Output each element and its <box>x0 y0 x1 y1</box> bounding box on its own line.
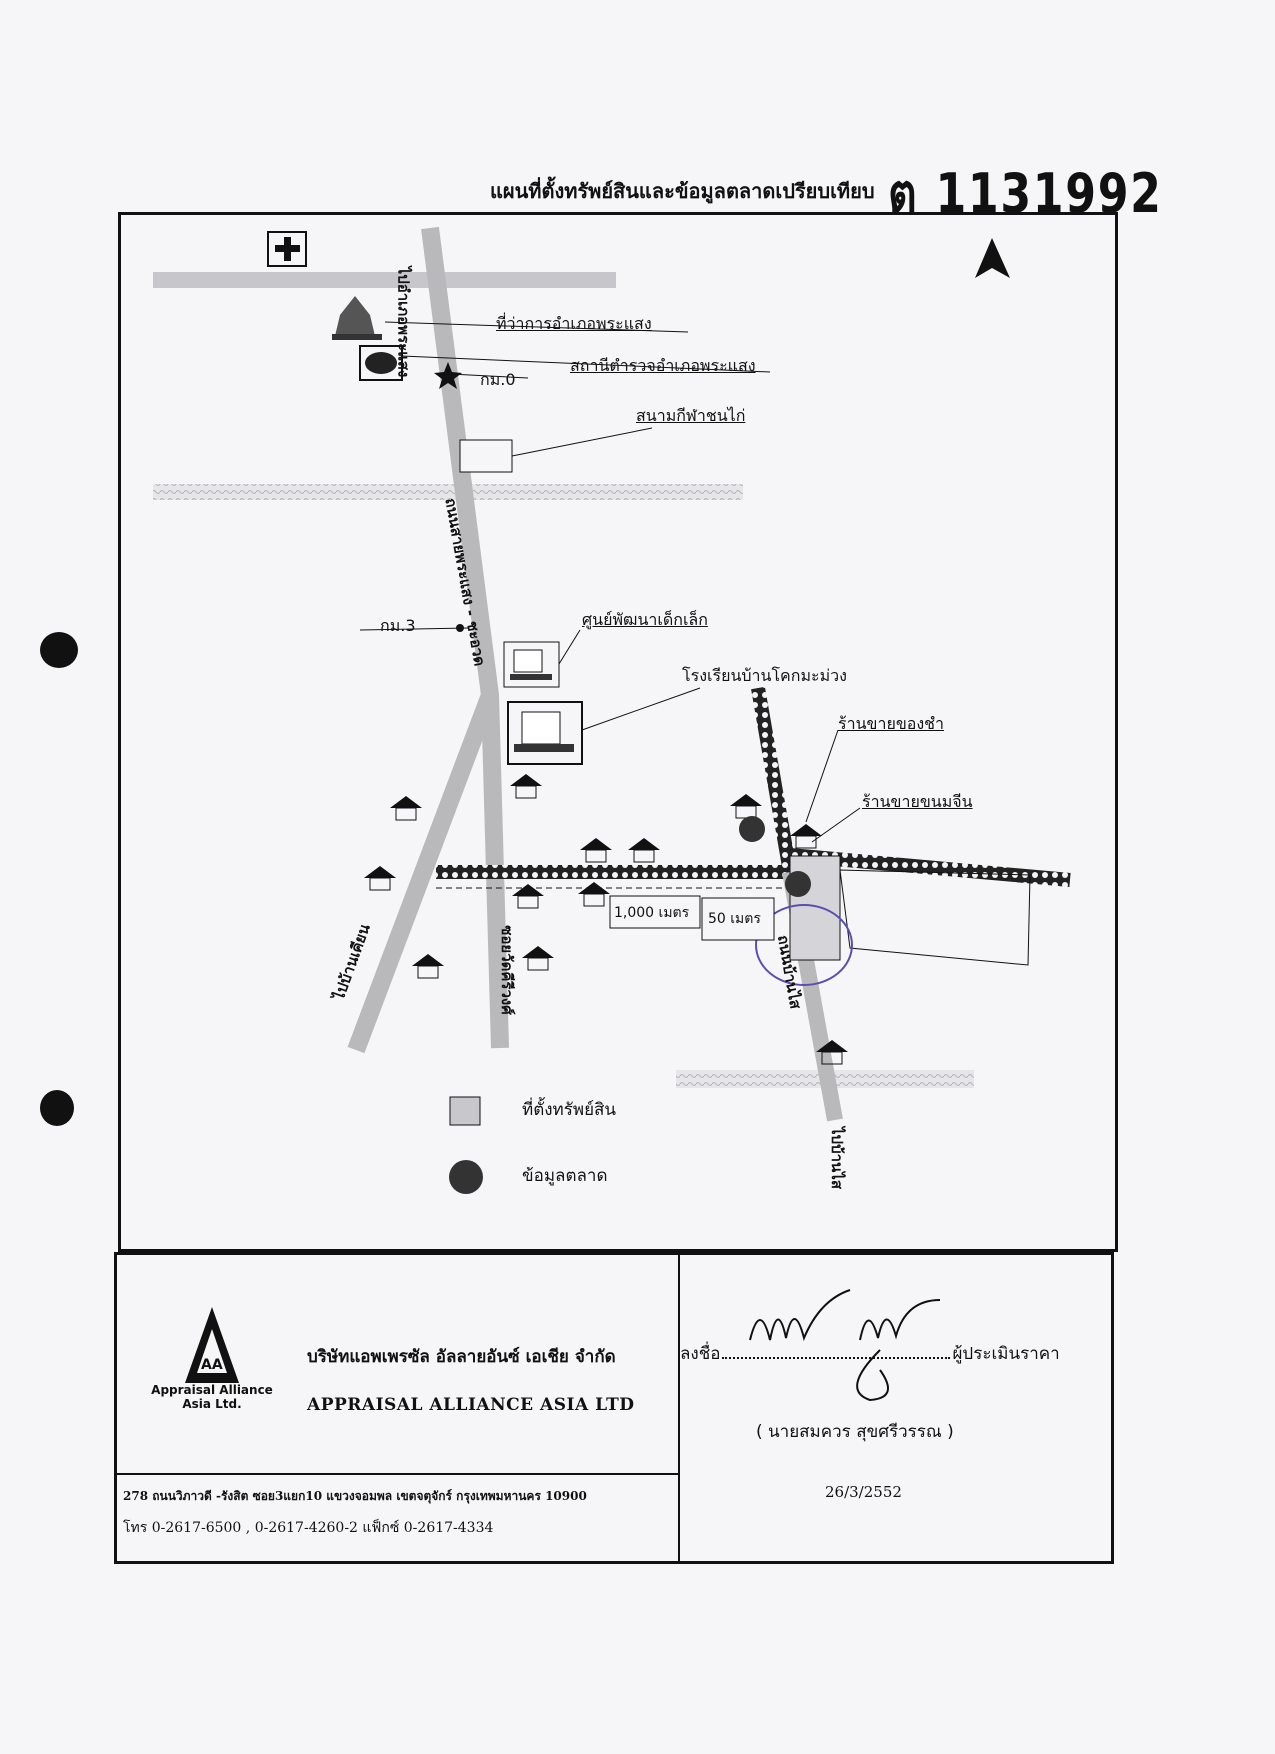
punch-hole <box>40 1090 74 1126</box>
road-label-right-south: ไปบ้านไส <box>827 1127 846 1189</box>
house-icon <box>390 796 422 821</box>
leader-line <box>401 355 771 373</box>
signature-line <box>722 1357 951 1359</box>
distance-box-50 <box>701 897 775 941</box>
distance-1000-label: 1,000 เมตร <box>614 905 690 921</box>
child-center-icon <box>503 641 560 688</box>
logo-text: Appraisal Alliance Asia Ltd. <box>151 1383 273 1411</box>
house-icon <box>364 866 396 891</box>
house-icon <box>578 882 610 907</box>
noodle-shop-label: ร้านขายขนมจีน <box>862 792 973 811</box>
district-office-label: ที่ว่าการอำเภอพระแสง <box>496 314 652 333</box>
punch-hole <box>40 632 78 668</box>
company-phone: โทร 0-2617-6500 , 0-2617-4260-2 แฟ็กซ์ 0… <box>123 1520 494 1536</box>
company-name-thai: บริษัทแอพเพรซัล อัลลายอันซ์ เอเชีย จำกัด <box>307 1347 616 1367</box>
leader-line <box>805 729 839 823</box>
market-point <box>739 816 765 842</box>
road-label-north: ไปอำเภอพระแสง <box>394 266 413 378</box>
school-icon <box>507 701 583 765</box>
location-map <box>153 226 1071 1194</box>
legend-market-label: ข้อมูลตลาด <box>522 1166 608 1186</box>
leader-line <box>384 321 689 333</box>
km3-label: กม.3 <box>380 616 416 635</box>
house-icon <box>580 838 612 863</box>
grocery-shop-label: ร้านขายของชำ <box>838 714 945 733</box>
market-point <box>785 871 811 897</box>
company-address: 278 ถนนวิภาวดี -รังสิต ซอย3แยก10 แขวงจอม… <box>123 1489 587 1503</box>
leader-line <box>581 687 701 731</box>
house-icon <box>512 884 544 909</box>
handwritten-signature <box>749 1289 941 1402</box>
parcel-outline <box>839 869 1031 966</box>
legend-property-label: ที่ตั้งทรัพย์สิน <box>522 1100 617 1120</box>
km0-label: กม.0 <box>480 370 516 389</box>
map-frame <box>118 212 1118 1252</box>
dotted-road-vertical <box>751 686 797 874</box>
km3-leader <box>359 627 469 631</box>
north-arrow-icon <box>975 238 1010 278</box>
sign-suffix: ผู้ประเมินราคา <box>952 1344 1060 1364</box>
house-icon <box>730 794 762 819</box>
school-label: โรงเรียนบ้านโคกมะม่วง <box>682 666 847 685</box>
police-station-label: สถานีตำรวจอำเภอพระแสง <box>570 356 756 375</box>
temple-icon <box>332 296 382 340</box>
divider <box>117 1473 678 1475</box>
distance-50-label: 50 เมตร <box>708 911 761 927</box>
cockfight-stadium-label: สนามกีฬาชนไก่ <box>636 406 746 425</box>
company-logo: AA Appraisal Alliance Asia Ltd. <box>137 1303 287 1411</box>
police-station-box <box>359 345 403 381</box>
child-center-label: ศูนย์พัฒนาเด็กเล็ก <box>582 610 708 629</box>
stamp-circle <box>755 904 853 986</box>
house-icon <box>510 774 542 799</box>
km3-marker <box>456 624 464 632</box>
page-title: แผนที่ตั้งทรัพย์สินและข้อมูลตลาดเปรียบเท… <box>490 179 875 203</box>
cockfight-stadium-box <box>459 439 513 473</box>
house-icon <box>790 824 822 849</box>
svg-text:AA: AA <box>201 1357 223 1373</box>
legend-property-symbol <box>449 1096 481 1126</box>
company-cell: AA Appraisal Alliance Asia Ltd. บริษัทแอ… <box>117 1255 680 1561</box>
southwest-road <box>347 691 499 1054</box>
company-name-english: APPRAISAL ALLIANCE ASIA LTD <box>307 1395 635 1415</box>
wavy-band <box>153 484 743 500</box>
footer-box: AA Appraisal Alliance Asia Ltd. บริษัทแอ… <box>114 1252 1114 1564</box>
signature-row: ลงชื่อ ผู้ประเมินราคา <box>680 1340 1060 1367</box>
appraisal-date: 26/3/2552 <box>825 1483 902 1501</box>
leader-line <box>511 427 653 457</box>
appraiser-name: ( นายสมควร สุขศรีวรรณ ) <box>756 1422 954 1442</box>
km0-star <box>434 362 462 389</box>
house-icon <box>522 946 554 971</box>
logo-triangle-icon: AA <box>185 1307 239 1383</box>
legend-market-symbol <box>449 1160 483 1194</box>
km0-leader <box>449 373 529 379</box>
hospital-icon <box>267 231 307 267</box>
house-icon <box>412 954 444 979</box>
house-icon <box>628 838 660 863</box>
leader-line <box>558 629 581 665</box>
road-label-south-mid: ซอยวัดคีรีวงศ์ <box>497 925 516 1015</box>
house-icon <box>816 1040 848 1065</box>
leader-line <box>811 807 861 843</box>
sign-prefix: ลงชื่อ <box>680 1344 721 1364</box>
police-station-icon <box>365 352 397 374</box>
distance-box-1000 <box>609 895 701 929</box>
wavy-band <box>153 272 616 288</box>
